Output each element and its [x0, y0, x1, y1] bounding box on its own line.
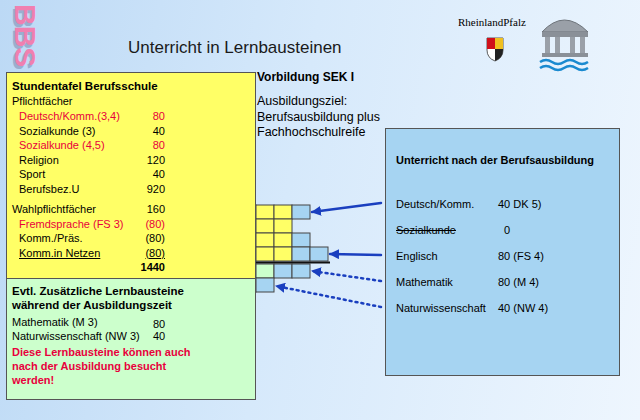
hours-value: 80	[153, 138, 165, 152]
hours-value: 40 (NW 4)	[498, 301, 548, 315]
page-title: Unterricht in Lernbausteinen	[128, 38, 342, 58]
module-cell	[274, 247, 292, 261]
hours-value: 920	[147, 182, 165, 196]
subject-name: Religion	[19, 153, 59, 167]
timetable-box: Stundentafel BerufsschulePflichtfächerDe…	[6, 72, 256, 279]
after-training-box: Unterricht nach der BerufsausbildungDeut…	[385, 128, 620, 376]
base	[542, 53, 588, 57]
hours-value: 0	[504, 223, 510, 237]
architrave	[542, 32, 588, 37]
column	[580, 37, 585, 53]
hours-value: 120	[147, 153, 165, 167]
building-icon	[540, 20, 588, 70]
module-cell	[292, 205, 310, 219]
column	[545, 37, 550, 53]
hours-value: 40	[153, 124, 165, 138]
prerequisite-label: Vorbildung SEK I	[257, 70, 354, 85]
shield	[487, 38, 503, 61]
subject-name: Fremdsprache (FS 3)	[19, 217, 124, 231]
shield-field	[495, 38, 503, 49]
subject-name: Deutsch/Komm.(3,4)	[19, 109, 120, 123]
group-heading: Wahlpflichtfächer	[12, 202, 96, 216]
module-cell	[256, 205, 274, 219]
box-heading: Stundentafel Berufsschule	[12, 79, 158, 93]
subject-name: Berufsbez.U	[19, 182, 80, 196]
box-heading: Unterricht nach der Berufsausbildung	[396, 153, 594, 167]
title-underline	[52, 61, 470, 62]
subject-name: Naturwissenschaft	[396, 301, 486, 315]
note-text: Diese Lernbausteine können auch nach der…	[12, 345, 204, 387]
leader-arrow	[330, 254, 381, 255]
leader-arrow	[312, 271, 381, 281]
module-cell	[256, 233, 274, 247]
shield-field	[487, 38, 495, 49]
coat-of-arms	[487, 38, 503, 61]
subject-name: Komm.in Netzen	[19, 246, 100, 260]
module-cell	[292, 247, 310, 261]
hours-value: 80	[153, 109, 165, 123]
subject-name: Naturwissenschaft (NW 3)	[12, 329, 140, 343]
hours-value: 80 (M 4)	[498, 275, 539, 289]
shield-field	[495, 49, 503, 61]
logo-text: RheinlandPfalz	[458, 16, 526, 29]
subject-name: Mathematik	[396, 275, 453, 289]
subject-name: Sport	[19, 167, 45, 181]
leader-arrow	[276, 286, 381, 307]
hours-value: (80)	[145, 217, 165, 231]
logo-text: BBS	[8, 4, 42, 67]
column	[570, 37, 575, 53]
group-heading: Pflichtfächer	[12, 94, 73, 108]
module-cell	[292, 233, 310, 247]
hours-value: 80 (FS 4)	[498, 249, 544, 263]
module-cell	[274, 264, 292, 278]
column	[555, 37, 560, 53]
dome	[542, 20, 588, 32]
total-value: 1440	[141, 260, 165, 274]
hours-value: 160	[147, 202, 165, 216]
module-cell	[256, 264, 274, 278]
hours-value: 40	[153, 329, 165, 343]
subject-name: Komm./Präs.	[19, 231, 83, 245]
leader-arrow	[312, 203, 381, 212]
subject-name: Englisch	[396, 249, 438, 263]
module-cell	[310, 247, 328, 261]
module-cell	[256, 219, 274, 233]
module-cell	[292, 264, 310, 278]
module-cell	[256, 278, 274, 292]
hours-value: 40 DK 5)	[498, 197, 541, 211]
hours-value: (80)	[145, 231, 165, 245]
subject-name: Sozialkunde (4,5)	[19, 138, 105, 152]
module-cell	[256, 247, 274, 261]
wave	[540, 66, 588, 70]
subject-name: Sozialkunde (3)	[19, 124, 95, 138]
hours-value: 40	[153, 167, 165, 181]
goal-label: Ausbildungsziel: Berufsausbildung plus F…	[257, 94, 385, 141]
subject-name: Deutsch/Komm.	[396, 197, 474, 211]
additional-modules-box: Evtl. Zusätzliche Lernbausteine während …	[6, 278, 256, 400]
module-cell	[274, 205, 292, 219]
box-heading: Evtl. Zusätzliche Lernbausteine während …	[12, 284, 224, 312]
subject-name: Mathematik (M 3)	[12, 315, 98, 329]
subject-name: Sozialkunde	[396, 223, 456, 237]
module-cell	[274, 233, 292, 247]
module-cell	[274, 219, 292, 233]
wave	[540, 60, 588, 64]
hours-value: 80	[153, 317, 165, 331]
hours-value: (80)	[145, 246, 165, 260]
